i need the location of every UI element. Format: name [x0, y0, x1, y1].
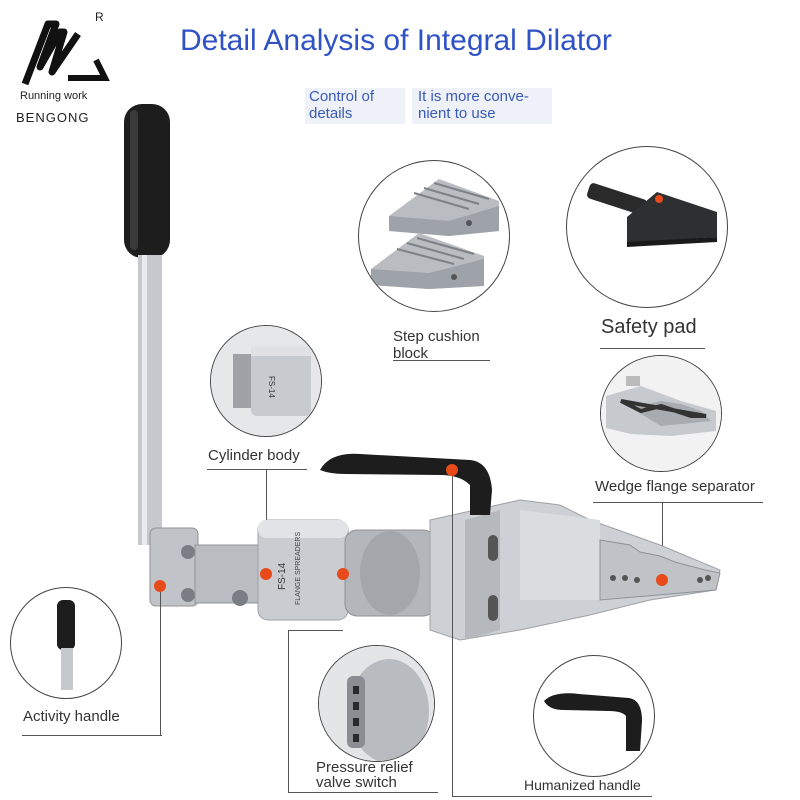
tag-control-of-details-text: Control of details: [309, 88, 375, 122]
step-cushion-detail-circle: [358, 160, 510, 312]
brand-registered-mark: R: [95, 10, 104, 24]
cylinder-body-label: Cylinder body: [208, 447, 300, 464]
humanized-handle-detail-circle: [533, 655, 655, 777]
wedge-underline: [593, 502, 763, 503]
tag-convenient-text: It is more conve- nient to use: [418, 88, 529, 122]
brand-logo: [20, 12, 110, 92]
pressure-relief-leader-h: [288, 630, 343, 631]
cylinder-body-leader: [266, 469, 267, 574]
wedge-detail-circle: [600, 355, 722, 472]
cylinder-body-detail-circle: FS-14: [210, 325, 322, 437]
pressure-relief-label: Pressure relief valve switch: [316, 759, 413, 791]
cylinder-body-underline: [207, 469, 307, 470]
humanized-handle-label: Humanized handle: [524, 777, 641, 793]
activity-handle-leader: [160, 592, 161, 736]
wedge-label: Wedge flange separator: [595, 478, 755, 495]
step-cushion-label: Step cushion block: [393, 328, 480, 362]
pressure-relief-detail-circle: [318, 645, 435, 762]
tag-convenient: It is more conve- nient to use: [412, 88, 552, 124]
safety-pad-detail-circle: [566, 146, 728, 308]
step-cushion-underline: [393, 360, 490, 361]
activity-handle-underline: [22, 735, 162, 736]
activity-handle-detail-circle: [10, 587, 122, 699]
safety-pad-underline: [600, 348, 705, 349]
cylinder-caption-print: FLANGE SPREADERS: [295, 532, 302, 605]
activity-handle-label: Activity handle: [23, 708, 120, 725]
humanized-handle-underline: [452, 796, 652, 797]
tag-control-of-details: Control of details: [305, 88, 405, 124]
brand-name: BENGONG: [16, 110, 90, 125]
cylinder-model-print: FS-14: [277, 562, 288, 590]
humanized-handle-leader: [452, 476, 453, 796]
pressure-relief-leader-v: [288, 630, 289, 792]
cylinder-print: FS-14: [267, 376, 276, 398]
page-title: Detail Analysis of Integral Dilator: [180, 24, 612, 57]
pressure-relief-underline: [288, 792, 438, 793]
safety-pad-label: Safety pad: [601, 316, 697, 338]
brand-tagline: Running work: [20, 90, 88, 102]
wedge-leader: [662, 502, 663, 580]
